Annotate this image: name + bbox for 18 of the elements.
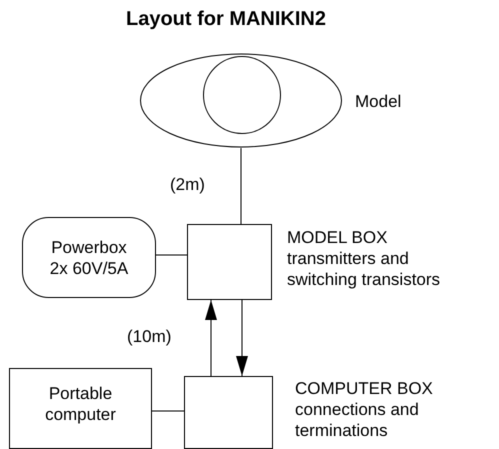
box-label: Portable computer	[44, 383, 117, 425]
box-heading: COMPUTER BOX	[295, 378, 434, 399]
connector-line	[240, 148, 242, 224]
shape-caption: Model	[355, 91, 402, 112]
arrow	[205, 300, 217, 376]
box-description: connections and terminations	[295, 399, 420, 441]
box-heading: MODEL BOX	[287, 227, 388, 248]
box-label: Powerbox 2x 60V/5A	[48, 236, 130, 278]
connector-line	[156, 254, 188, 256]
arrow	[236, 300, 248, 376]
connector-line	[152, 410, 184, 412]
edge-label: (2m)	[170, 175, 205, 195]
box-description: transmitters and switching transistors	[287, 248, 442, 290]
edge-label: (10m)	[127, 327, 172, 347]
process-box	[9, 368, 152, 449]
rounded-box	[22, 217, 156, 298]
diagram-title: Layout for MANIKIN2	[126, 8, 326, 31]
model-circle	[203, 56, 281, 134]
